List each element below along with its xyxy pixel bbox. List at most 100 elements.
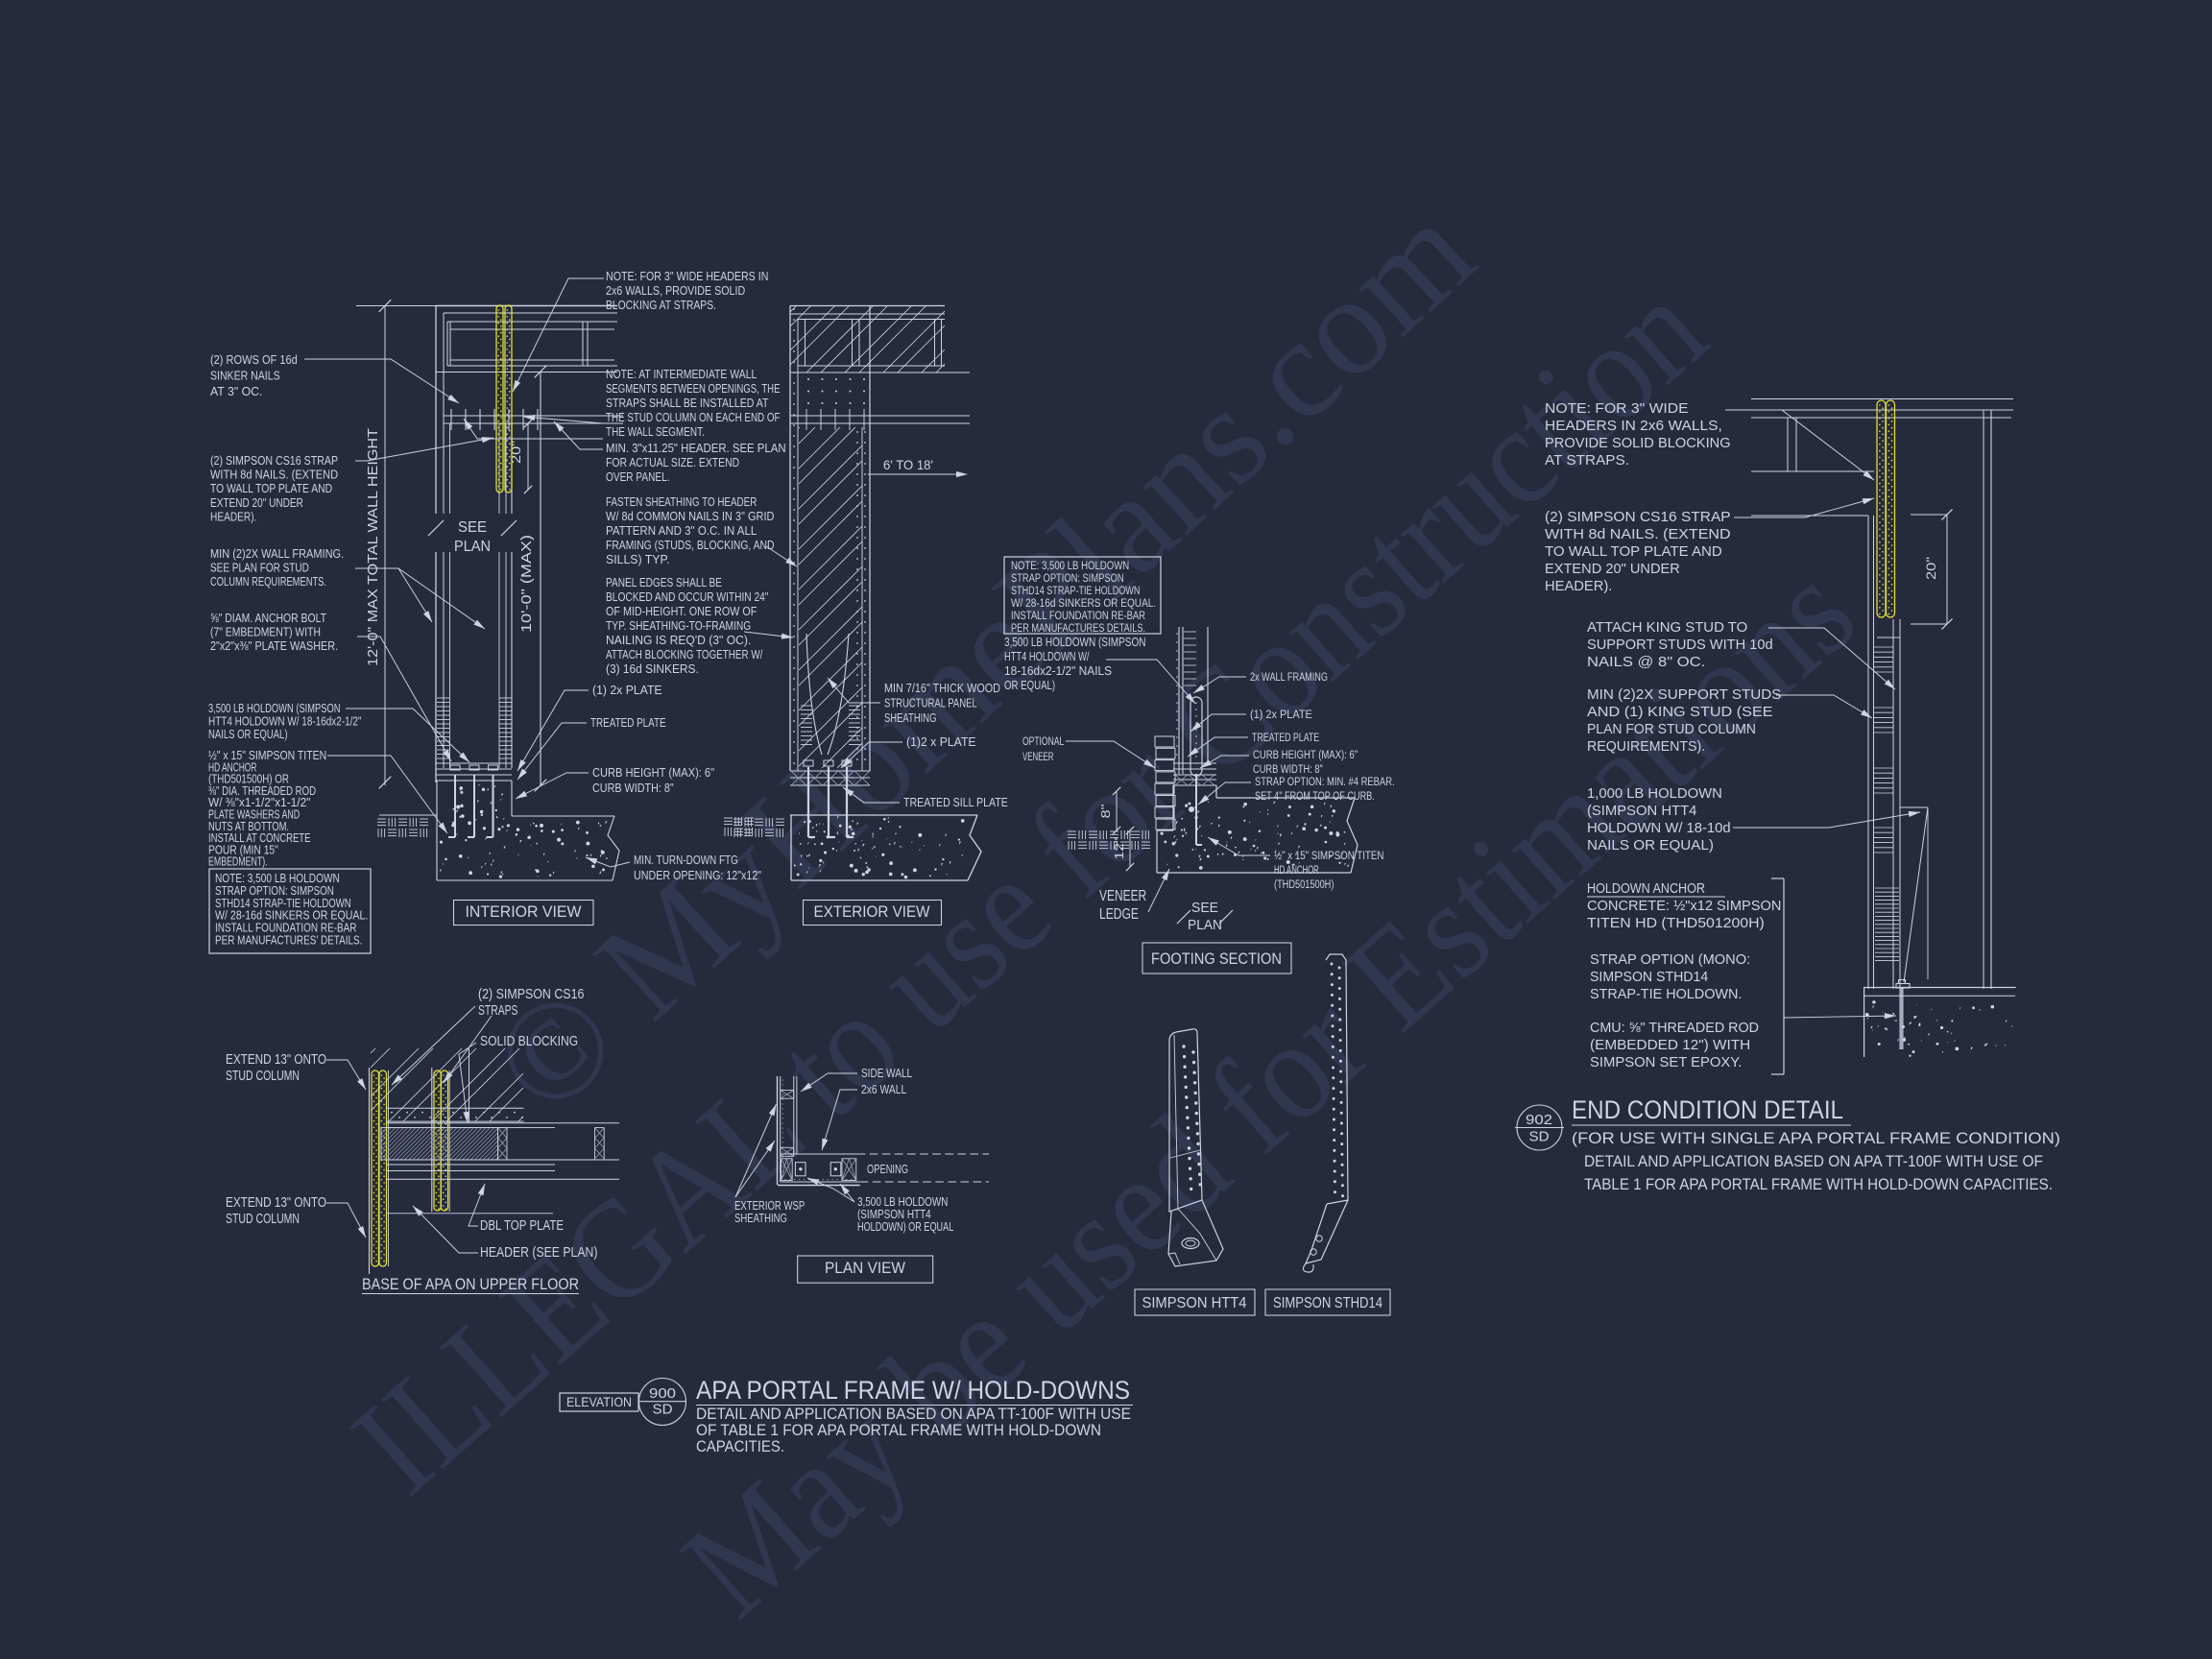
svg-text:NAILS OR EQUAL): NAILS OR EQUAL): [208, 727, 288, 741]
svg-text:W/ 28-16d SINKERS OR EQUAL.: W/ 28-16d SINKERS OR EQUAL.: [215, 909, 368, 923]
svg-text:PANEL EDGES SHALL BE: PANEL EDGES SHALL BE: [606, 575, 722, 589]
svg-text:PATTERN AND 3" O.C. IN ALL: PATTERN AND 3" O.C. IN ALL: [606, 523, 757, 538]
svg-text:CONCRETE: ½"x12 SIMPSON: CONCRETE: ½"x12 SIMPSON: [1587, 899, 1781, 914]
svg-text:PLAN: PLAN: [1188, 917, 1222, 933]
svg-text:STRAP OPTION: MIN. #4 REBAR.: STRAP OPTION: MIN. #4 REBAR.: [1255, 775, 1395, 788]
svg-text:STRUCTURAL PANEL: STRUCTURAL PANEL: [884, 696, 977, 710]
svg-text:PROVIDE SOLID BLOCKING: PROVIDE SOLID BLOCKING: [1545, 436, 1731, 451]
svg-text:AT 3" OC.: AT 3" OC.: [210, 384, 262, 398]
svg-text:(THD501500H) OR: (THD501500H) OR: [208, 772, 289, 786]
svg-text:OF TABLE 1 FOR APA PORTAL FRAM: OF TABLE 1 FOR APA PORTAL FRAME WITH HOL…: [696, 1421, 1101, 1439]
svg-text:HEADER (SEE PLAN): HEADER (SEE PLAN): [480, 1245, 597, 1261]
svg-text:UNDER OPENING: 12"x12": UNDER OPENING: 12"x12": [634, 868, 761, 882]
svg-text:PLAN VIEW: PLAN VIEW: [825, 1259, 905, 1277]
svg-text:TYP. SHEATHING-TO-FRAMING: TYP. SHEATHING-TO-FRAMING: [606, 618, 751, 633]
svg-text:12": 12": [1112, 837, 1126, 859]
svg-text:TABLE 1 FOR APA PORTAL FRAME W: TABLE 1 FOR APA PORTAL FRAME WITH HOLD-D…: [1584, 1175, 2053, 1193]
svg-text:EXTEND 20" UNDER: EXTEND 20" UNDER: [1545, 562, 1680, 577]
svg-text:MIN (2)2X SUPPORT STUDS: MIN (2)2X SUPPORT STUDS: [1587, 687, 1782, 703]
svg-text:BASE OF APA ON UPPER FLOOR: BASE OF APA ON UPPER FLOOR: [362, 1275, 579, 1293]
svg-text:FASTEN SHEATHING TO HEADER: FASTEN SHEATHING TO HEADER: [606, 494, 757, 509]
svg-text:3,500 LB HOLDOWN (SIMPSON: 3,500 LB HOLDOWN (SIMPSON: [1004, 635, 1146, 649]
svg-text:STRAP OPTION: SIMPSON: STRAP OPTION: SIMPSON: [1011, 571, 1124, 585]
svg-text:(2) SIMPSON CS16 STRAP: (2) SIMPSON CS16 STRAP: [210, 453, 338, 468]
svg-text:20": 20": [1924, 557, 1938, 580]
svg-text:STHD14 STRAP-TIE HOLDOWN: STHD14 STRAP-TIE HOLDOWN: [215, 897, 351, 910]
svg-text:OPTIONAL: OPTIONAL: [1022, 734, 1064, 748]
svg-text:CURB HEIGHT (MAX): 6": CURB HEIGHT (MAX): 6": [592, 765, 714, 780]
svg-text:ELEVATION: ELEVATION: [566, 1395, 632, 1409]
svg-text:TREATED PLATE: TREATED PLATE: [590, 715, 666, 730]
svg-text:TITEN HD (THD501200H): TITEN HD (THD501200H): [1587, 916, 1765, 931]
svg-text:PLAN FOR STUD COLUMN: PLAN FOR STUD COLUMN: [1587, 722, 1756, 737]
svg-text:EXTEND 13" ONTO: EXTEND 13" ONTO: [226, 1195, 326, 1211]
svg-text:PLAN: PLAN: [454, 539, 491, 555]
svg-text:ATTACH BLOCKING TOGETHER W/: ATTACH BLOCKING TOGETHER W/: [606, 647, 763, 661]
svg-text:BLOCKED AND OCCUR WITHIN 24": BLOCKED AND OCCUR WITHIN 24": [606, 589, 769, 604]
svg-text:NAILS @ 8" OC.: NAILS @ 8" OC.: [1587, 655, 1705, 670]
svg-text:MIN. TURN-DOWN FTG: MIN. TURN-DOWN FTG: [634, 853, 738, 867]
svg-text:10'-0" (MAX): 10'-0" (MAX): [518, 535, 535, 633]
svg-text:HOLDOWN ANCHOR: HOLDOWN ANCHOR: [1587, 881, 1705, 897]
svg-text:TREATED PLATE: TREATED PLATE: [1252, 731, 1319, 744]
svg-text:(FOR USE WITH SINGLE APA PORTA: (FOR USE WITH SINGLE APA PORTAL FRAME CO…: [1572, 1129, 2060, 1147]
svg-text:SILLS) TYP.: SILLS) TYP.: [606, 552, 670, 566]
svg-text:COLUMN REQUIREMENTS.: COLUMN REQUIREMENTS.: [210, 574, 326, 589]
svg-text:STRAP OPTION: SIMPSON: STRAP OPTION: SIMPSON: [215, 884, 334, 898]
svg-text:STUD COLUMN: STUD COLUMN: [226, 1212, 300, 1227]
svg-text:CURB HEIGHT (MAX): 6": CURB HEIGHT (MAX): 6": [1253, 748, 1358, 761]
svg-text:(1) 2x PLATE: (1) 2x PLATE: [1250, 708, 1312, 721]
svg-text:FOOTING SECTION: FOOTING SECTION: [1151, 950, 1282, 968]
svg-text:DBL TOP PLATE: DBL TOP PLATE: [480, 1218, 564, 1234]
svg-text:(THD501500H): (THD501500H): [1274, 878, 1334, 891]
svg-text:MIN. 3"x11.25" HEADER. SEE PLA: MIN. 3"x11.25" HEADER. SEE PLAN: [606, 441, 786, 455]
svg-text:PER MANUFACTURES' DETAILS.: PER MANUFACTURES' DETAILS.: [215, 934, 362, 948]
svg-text:1,000 LB HOLDOWN: 1,000 LB HOLDOWN: [1587, 786, 1722, 802]
svg-text:MIN 7/16" THICK WOOD: MIN 7/16" THICK WOOD: [884, 681, 1000, 695]
svg-text:SIMPSON STHD14: SIMPSON STHD14: [1590, 970, 1708, 985]
svg-text:STUD COLUMN: STUD COLUMN: [226, 1069, 300, 1084]
svg-text:NOTE: 3,500 LB HOLDOWN: NOTE: 3,500 LB HOLDOWN: [215, 872, 340, 885]
svg-text:⅝" DIAM. ANCHOR BOLT: ⅝" DIAM. ANCHOR BOLT: [210, 611, 326, 625]
svg-text:SD: SD: [1529, 1129, 1550, 1145]
svg-text:POUR (MIN 15": POUR (MIN 15": [208, 842, 278, 856]
svg-text:AT STRAPS.: AT STRAPS.: [1545, 453, 1629, 469]
svg-text:STRAPS: STRAPS: [478, 1003, 517, 1019]
svg-text:TO WALL TOP PLATE AND: TO WALL TOP PLATE AND: [210, 481, 332, 495]
svg-text:EXTEND 13" ONTO: EXTEND 13" ONTO: [226, 1052, 326, 1068]
svg-text:EMBEDMENT).: EMBEDMENT).: [208, 854, 268, 869]
svg-text:½" x 15" SIMPSON TITEN: ½" x 15" SIMPSON TITEN: [208, 748, 326, 762]
svg-text:8": 8": [1098, 804, 1113, 818]
svg-text:END CONDITION DETAIL: END CONDITION DETAIL: [1572, 1095, 1843, 1124]
svg-text:2x6 WALLS, PROVIDE SOLID: 2x6 WALLS, PROVIDE SOLID: [606, 283, 745, 298]
svg-text:NUTS AT BOTTOM.: NUTS AT BOTTOM.: [208, 819, 289, 833]
svg-text:(1)2 x PLATE: (1)2 x PLATE: [906, 734, 976, 749]
svg-text:(EMBEDDED 12") WITH: (EMBEDDED 12") WITH: [1590, 1038, 1750, 1053]
svg-text:HEADER).: HEADER).: [210, 509, 256, 523]
svg-text:THE STUD COLUMN ON EACH END OF: THE STUD COLUMN ON EACH END OF: [606, 410, 781, 424]
svg-text:CMU: ⅝" THREADED ROD: CMU: ⅝" THREADED ROD: [1590, 1021, 1759, 1036]
svg-text:NAILS OR EQUAL): NAILS OR EQUAL): [1587, 838, 1714, 854]
svg-text:PER MANUFACTURES DETAILS.: PER MANUFACTURES DETAILS.: [1011, 621, 1145, 635]
svg-text:3,500 LB HOLDOWN: 3,500 LB HOLDOWN: [857, 1195, 948, 1209]
svg-text:HOLDOWN) OR EQUAL: HOLDOWN) OR EQUAL: [857, 1220, 953, 1234]
svg-text:6' TO 18': 6' TO 18': [883, 458, 933, 472]
svg-text:902: 902: [1526, 1112, 1552, 1128]
svg-text:INSTALL FOUNDATION RE-BAR: INSTALL FOUNDATION RE-BAR: [215, 922, 357, 935]
svg-text:OPENING: OPENING: [867, 1162, 908, 1176]
svg-text:CURB WIDTH: 8": CURB WIDTH: 8": [1253, 762, 1323, 776]
svg-text:SIMPSON HTT4: SIMPSON HTT4: [1142, 1295, 1247, 1311]
svg-text:PLATE WASHERS AND: PLATE WASHERS AND: [208, 807, 300, 822]
svg-text:NOTE: FOR 3" WIDE HEADERS IN: NOTE: FOR 3" WIDE HEADERS IN: [606, 269, 768, 283]
svg-text:2"x2"x⅜" PLATE WASHER.: 2"x2"x⅜" PLATE WASHER.: [210, 638, 338, 653]
svg-text:EXTERIOR VIEW: EXTERIOR VIEW: [814, 902, 930, 921]
svg-text:AND (1) KING STUD (SEE: AND (1) KING STUD (SEE: [1587, 705, 1773, 720]
svg-text:SEE: SEE: [1191, 900, 1218, 916]
svg-text:OF MID-HEIGHT. ONE ROW OF: OF MID-HEIGHT. ONE ROW OF: [606, 604, 757, 618]
svg-text:BLOCKING AT STRAPS.: BLOCKING AT STRAPS.: [606, 298, 716, 312]
svg-text:FRAMING (STUDS, BLOCKING, AND: FRAMING (STUDS, BLOCKING, AND: [606, 538, 774, 552]
svg-text:CAPACITIES.: CAPACITIES.: [696, 1437, 784, 1455]
svg-text:DETAIL AND APPLICATION BASED O: DETAIL AND APPLICATION BASED ON APA TT-1…: [696, 1405, 1131, 1423]
svg-text:INTERIOR VIEW: INTERIOR VIEW: [466, 902, 582, 921]
svg-text:W/ 28-16d SINKERS OR EQUAL.: W/ 28-16d SINKERS OR EQUAL.: [1011, 596, 1156, 610]
